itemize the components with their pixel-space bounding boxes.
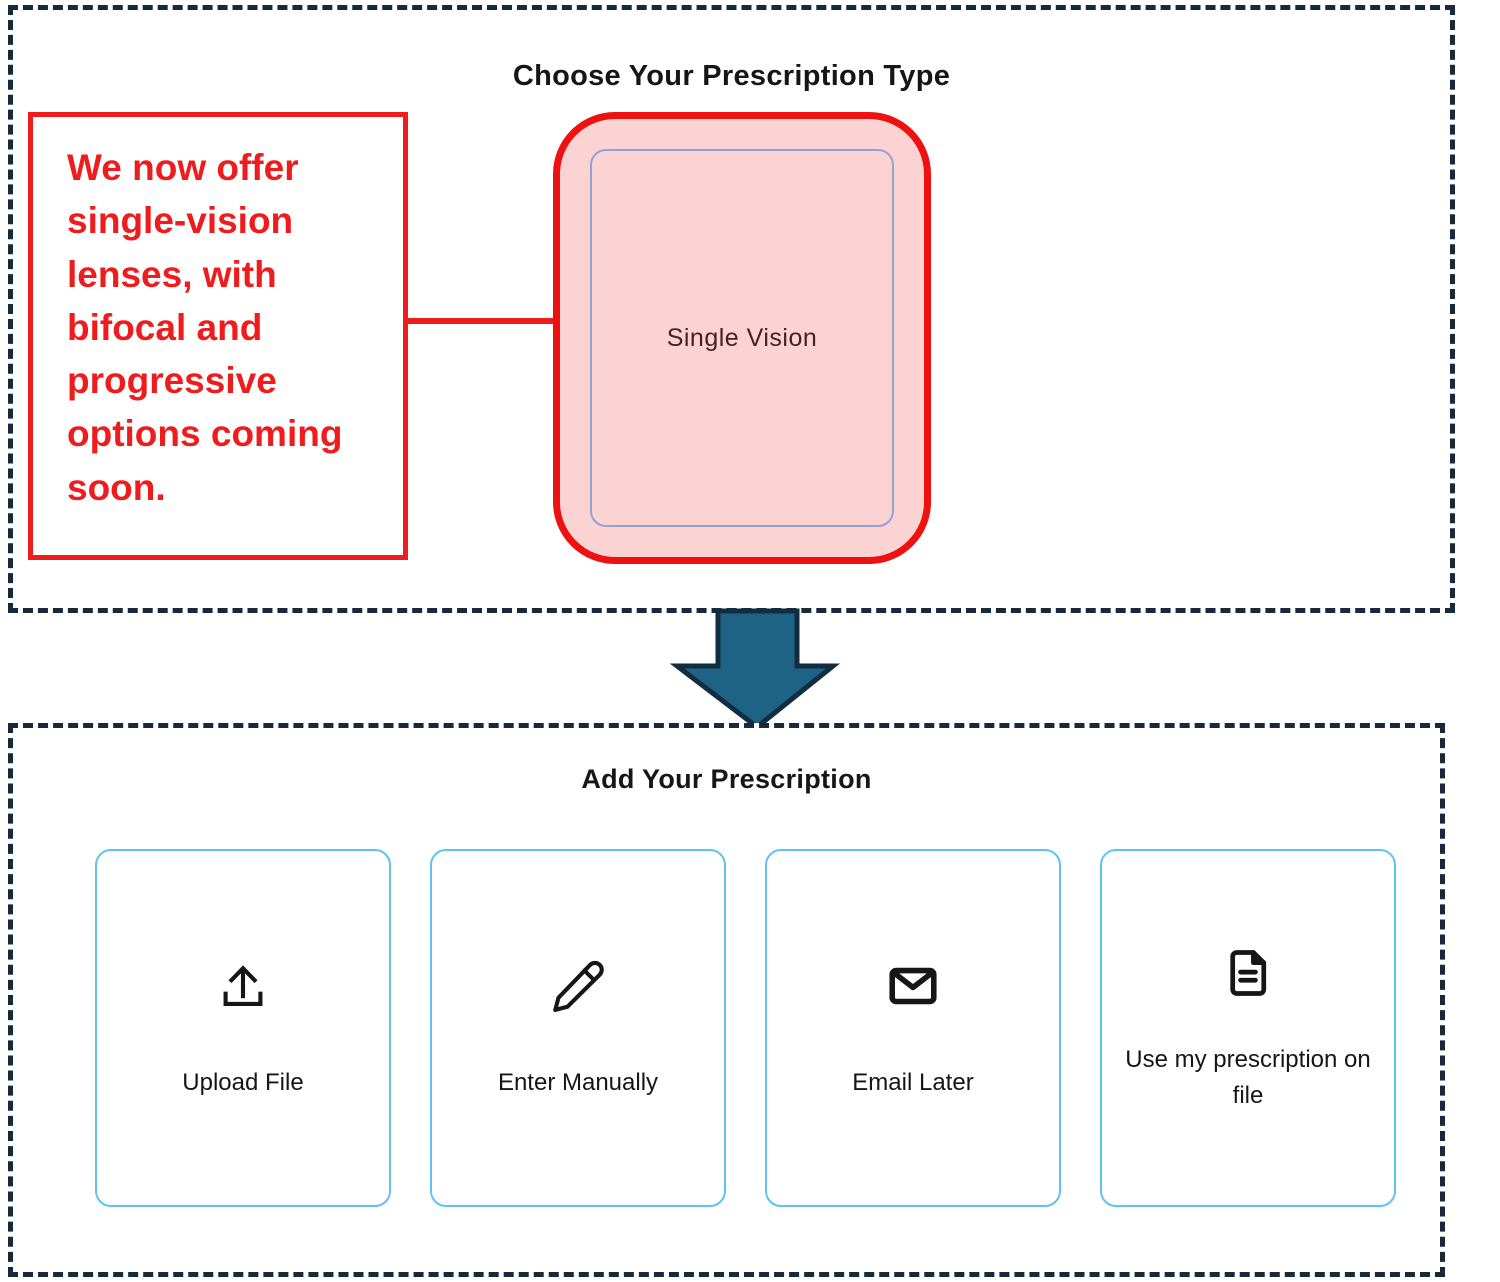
document-icon (1221, 942, 1275, 1004)
annotation-callout-text: We now offer single-vision lenses, with … (67, 147, 343, 508)
upload-file-label: Upload File (182, 1069, 304, 1096)
email-later-card[interactable]: Email Later (765, 849, 1061, 1207)
email-later-label: Email Later (852, 1069, 974, 1096)
add-prescription-title: Add Your Prescription (581, 764, 872, 794)
single-vision-option[interactable]: Single Vision (553, 112, 931, 564)
prescription-on-file-label: Use my prescription on file (1125, 1046, 1371, 1109)
annotation-callout: We now offer single-vision lenses, with … (28, 112, 408, 560)
enter-manually-card[interactable]: Enter Manually (430, 849, 726, 1207)
upload-icon (214, 955, 272, 1017)
prescription-on-file-card[interactable]: Use my prescription on file (1100, 849, 1396, 1207)
single-vision-option-inner: Single Vision (590, 149, 894, 527)
envelope-icon (884, 955, 942, 1017)
pencil-icon (549, 955, 607, 1017)
single-vision-label: Single Vision (666, 323, 818, 352)
down-arrow-icon (670, 608, 841, 731)
enter-manually-label: Enter Manually (497, 1069, 659, 1096)
upload-file-card[interactable]: Upload File (95, 849, 391, 1207)
choose-prescription-type-title: Choose Your Prescription Type (512, 60, 951, 92)
callout-connector-line (408, 318, 554, 324)
